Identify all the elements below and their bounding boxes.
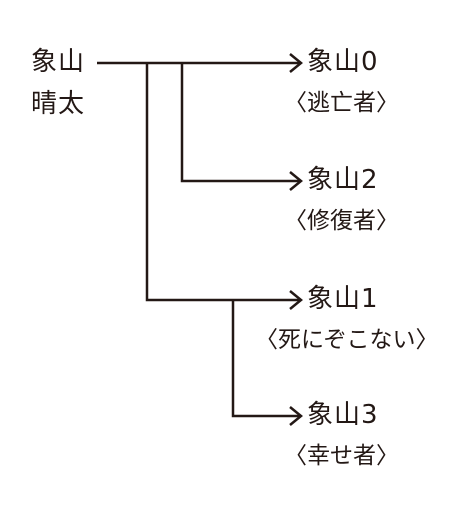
- branch-line-1: [145, 63, 300, 302]
- child-role-3: 〈幸せ者〉: [284, 443, 399, 469]
- arrowhead-1: [289, 290, 303, 310]
- arrowhead-3: [289, 406, 303, 426]
- child-name-3: 象山3: [307, 400, 379, 430]
- child-name-2: 象山2: [307, 165, 379, 195]
- child-name-0: 象山0: [307, 47, 379, 77]
- child-role-2: 〈修復者〉: [284, 208, 399, 234]
- child-role-0: 〈逃亡者〉: [284, 90, 399, 116]
- root-given-name: 晴太: [31, 89, 86, 119]
- branch-line-2: [180, 63, 300, 183]
- child-name-1: 象山1: [307, 284, 379, 314]
- root-surname: 象山: [31, 47, 86, 77]
- child-role-1: 〈死にぞこない〉: [255, 327, 439, 353]
- branch-line-3: [231, 300, 300, 418]
- arrowhead-0: [289, 53, 303, 73]
- arrowhead-2: [289, 171, 303, 191]
